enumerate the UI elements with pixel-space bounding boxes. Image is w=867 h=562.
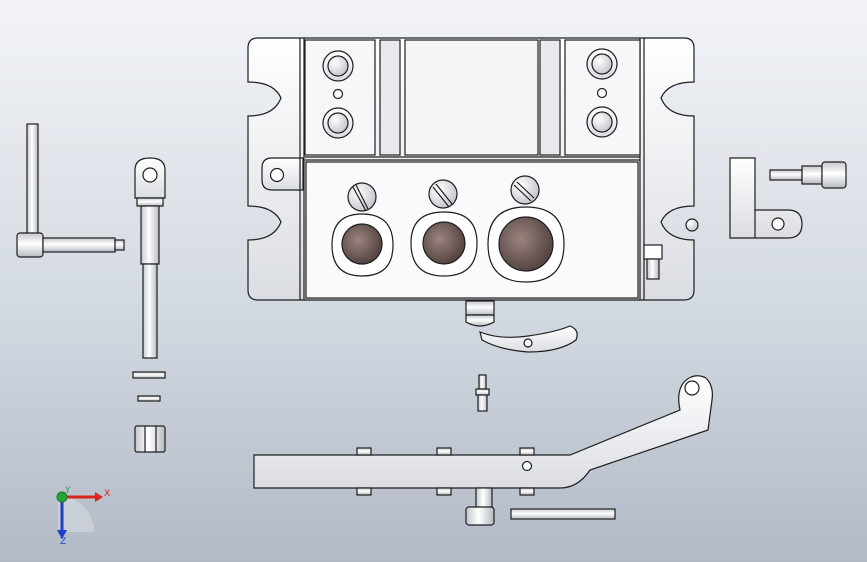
y-axis-label: Y: [64, 486, 71, 496]
locking-cam: [465, 300, 578, 353]
clamp-bracket: [729, 157, 803, 239]
x-axis-label: X: [104, 489, 110, 499]
drill-bushing-small: [331, 182, 394, 277]
washer: [132, 371, 166, 402]
z-axis-label: Z: [60, 537, 66, 547]
clamp-bolt: [134, 157, 166, 359]
y-axis-dot: [56, 491, 68, 503]
rod: [510, 508, 616, 520]
pin: [475, 374, 490, 412]
coordinate-triad: X Y Z: [56, 486, 110, 547]
swing-clamp-arm: [253, 375, 713, 526]
drill-bushing-medium: [410, 179, 478, 277]
hex-socket-screw: [769, 161, 847, 189]
nut: [134, 425, 166, 453]
drill-bushing-large: [487, 175, 565, 283]
crank-handle: [16, 123, 125, 258]
